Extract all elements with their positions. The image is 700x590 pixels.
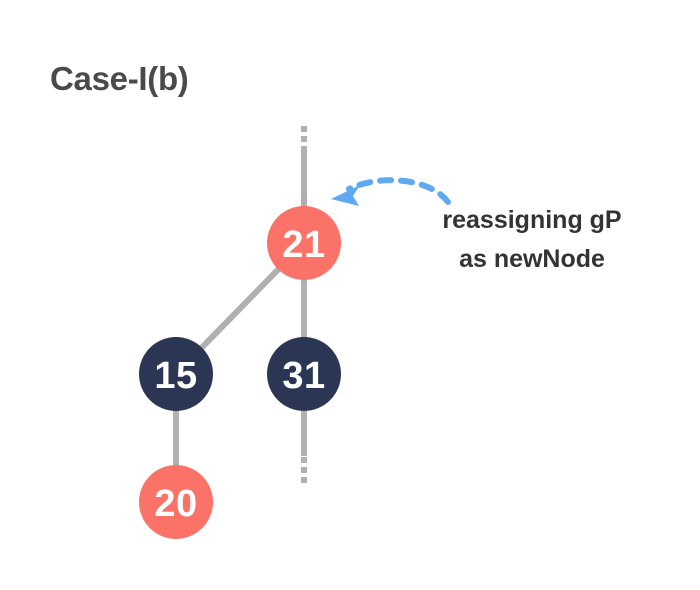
annotation-line-2: as newNode bbox=[459, 245, 605, 273]
tree-node-31[interactable]: 31 bbox=[267, 337, 341, 411]
tree-node-20[interactable]: 20 bbox=[139, 465, 213, 539]
node-label-31: 31 bbox=[282, 355, 325, 397]
annotation-line-1: reassigning gP bbox=[442, 206, 621, 234]
node-label-20: 20 bbox=[154, 483, 197, 525]
node-label-15: 15 bbox=[154, 355, 197, 397]
annotation-label: reassigning gP as newNode bbox=[442, 206, 621, 273]
annotation-arrow bbox=[331, 177, 451, 206]
continuation-marks bbox=[301, 126, 307, 483]
node-circle-20[interactable] bbox=[139, 465, 213, 539]
top-ellipsis-icon bbox=[301, 126, 307, 152]
page-title: Case-I(b) bbox=[50, 60, 189, 97]
dashed-arrow-curve bbox=[346, 177, 451, 205]
node-circle-21[interactable] bbox=[267, 206, 341, 280]
tree-node-15[interactable]: 15 bbox=[139, 337, 213, 411]
node-label-21: 21 bbox=[282, 224, 325, 266]
arrowhead-icon bbox=[331, 185, 360, 206]
node-circle-15[interactable] bbox=[139, 337, 213, 411]
bottom-ellipsis-icon bbox=[301, 457, 307, 483]
tree-node-21[interactable]: 21 bbox=[267, 206, 341, 280]
node-circle-31[interactable] bbox=[267, 337, 341, 411]
